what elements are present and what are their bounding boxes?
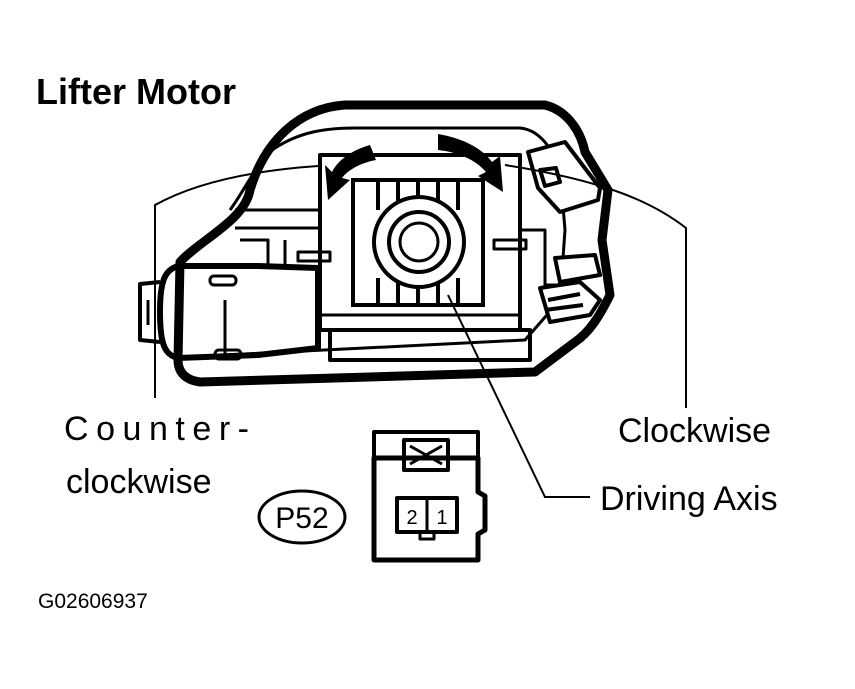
connector-face — [371, 430, 488, 563]
motor-clip-bottom — [213, 348, 243, 361]
clockwise-label: Clockwise — [618, 412, 771, 450]
connector-key — [418, 530, 436, 541]
housing-internal-ribs — [235, 208, 320, 270]
upper-connector-pin — [538, 166, 562, 188]
right-slot — [492, 238, 528, 251]
gear-teeth-bottom — [376, 278, 460, 305]
motor-end-cap — [138, 280, 161, 344]
clockwise-arrow-icon — [438, 134, 503, 192]
driving-axis-leader-line — [447, 294, 590, 498]
lower-connector-tab — [538, 280, 602, 324]
connector-code: P52 — [275, 502, 328, 535]
left-slot — [296, 250, 332, 263]
housing-outer-shell — [173, 100, 615, 387]
gear-teeth-top — [376, 180, 460, 210]
connector-latch-mark — [409, 444, 443, 466]
motor-can — [157, 263, 321, 361]
diagram-title: Lifter Motor — [36, 71, 236, 112]
lower-connector-ridges — [544, 292, 584, 312]
counterclockwise-leader-line — [154, 165, 319, 398]
connector-pin-2: 2 — [406, 507, 417, 529]
gear-block — [351, 178, 485, 307]
counterclockwise-label-line2: clockwise — [66, 463, 211, 501]
motor-housing — [173, 100, 615, 387]
driving-axis-middle-ring — [387, 210, 451, 274]
figure-id: G02606937 — [38, 590, 148, 613]
middle-connector-tab — [553, 253, 602, 284]
connector-latch — [402, 438, 450, 472]
clockwise-leader-line — [504, 164, 687, 408]
connector-body — [371, 455, 488, 563]
motor-clip-top — [208, 274, 238, 287]
counterclockwise-label-line1: Counter- — [64, 410, 249, 448]
driving-axis-hub — [398, 221, 440, 263]
lower-gear-housing — [328, 328, 532, 362]
motor-body-left — [138, 263, 321, 361]
counterclockwise-arrow-icon — [325, 145, 376, 200]
driving-axis-label: Driving Axis — [600, 480, 778, 518]
connector-pin-1: 1 — [436, 507, 447, 529]
leader-lines — [154, 164, 687, 498]
connector-code-badge — [257, 489, 347, 545]
